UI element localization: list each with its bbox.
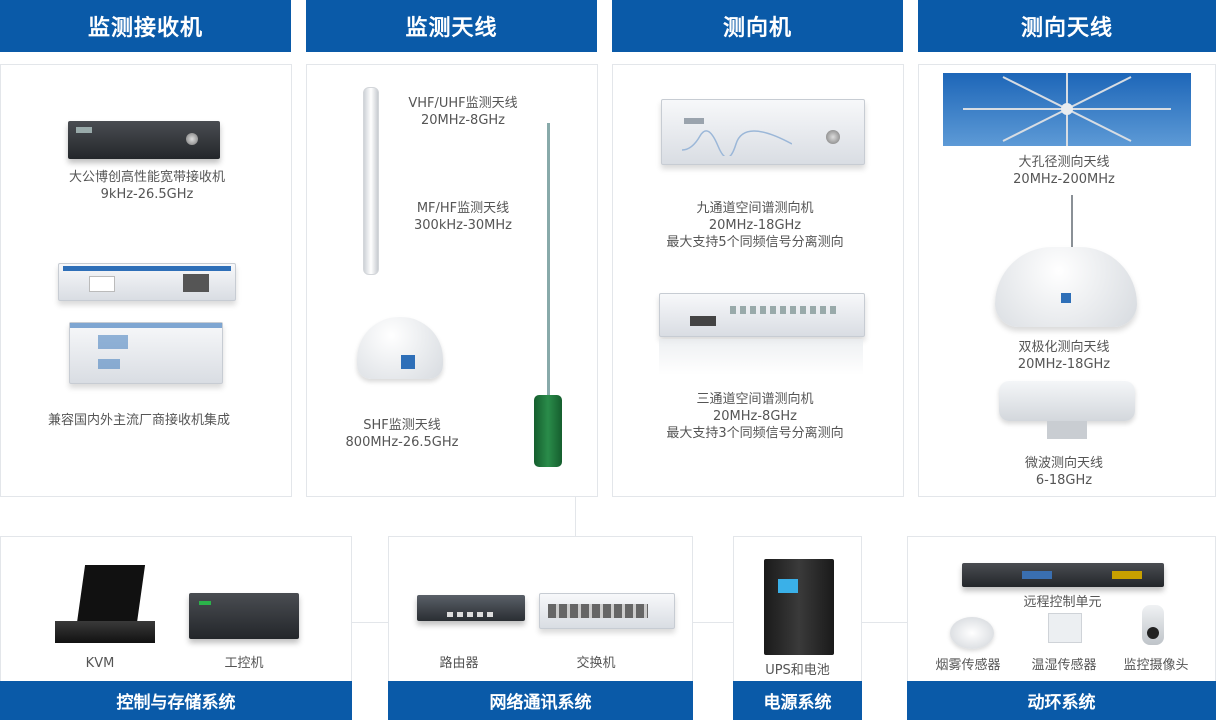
industrial-pc-label: 工控机 [224,656,264,671]
df-unit-panel: 九通道空间谱测向机 20MHz-18GHz 最大支持5个同频信号分离测向 三通道… [612,64,904,497]
microwave-antenna-stand [1047,421,1087,439]
ups-label: UPS和电池 [765,663,830,678]
mf-hf-range: 300kHz-30MHz [414,218,512,233]
receiver-range: 9kHz-26.5GHz [100,187,194,202]
ups-image [764,559,834,655]
network-title: 网络通讯系统 [388,681,693,720]
camera-label: 监控摄像头 [1123,658,1189,673]
three-channel-reflection [659,339,863,375]
third-party-chassis-image [69,322,223,384]
three-channel-note: 最大支持3个同频信号分离测向 [666,426,844,441]
nine-channel-name: 九通道空间谱测向机 [696,201,814,216]
control-storage-title: 控制与存储系统 [0,681,352,720]
nine-channel-df-image [661,99,865,165]
remote-control-unit-label: 远程控制单元 [1023,595,1102,610]
mf-hf-name: MF/HF监测天线 [416,201,510,216]
shf-name: SHF监测天线 [363,418,441,433]
shf-range: 800MHz-26.5GHz [345,435,459,450]
router-image [417,595,525,621]
mf-hf-whip-antenna-image [547,123,550,403]
header-df-unit: 测向机 [612,0,903,52]
temp-humidity-label: 温湿传感器 [1031,658,1097,673]
mf-hf-antenna-base [534,395,562,467]
three-channel-df-image [659,293,865,337]
connector-power-environment [862,622,907,623]
dual-polarized-antenna-image [995,247,1137,327]
power-title: 电源系统 [733,681,862,720]
vhf-uhf-range: 20MHz-8GHz [421,113,505,128]
remote-control-unit-image [962,563,1164,587]
three-channel-name: 三通道空间谱测向机 [696,392,814,407]
vhf-uhf-antenna-image [363,87,379,275]
large-aperture-antenna-image [943,73,1191,146]
large-aperture-name: 大孔径测向天线 [1018,155,1110,170]
shf-antenna-image [357,317,443,379]
dual-polarized-range: 20MHz-18GHz [1017,357,1111,372]
monitor-antenna-panel: VHF/UHF监测天线 20MHz-8GHz MF/HF监测天线 300kHz-… [306,64,598,497]
connector-network-power [693,622,733,623]
microwave-name: 微波测向天线 [1024,456,1103,471]
receiver-panel: 大公博创高性能宽带接收机 9kHz-26.5GHz 兼容国内外主流厂商接收机集成 [0,64,292,497]
large-aperture-range: 20MHz-200MHz [1013,172,1115,187]
temp-humidity-sensor-image [1048,613,1082,643]
camera-image [1142,605,1164,645]
receiver-integration-label: 兼容国内外主流厂商接收机集成 [47,413,230,428]
connector-control-network [352,622,388,623]
router-label: 路由器 [439,656,479,671]
kvm-label: KVM [85,656,115,671]
smoke-sensor-image [950,617,994,649]
switch-label: 交换机 [576,656,616,671]
microwave-range: 6-18GHz [1035,473,1093,488]
header-df-antenna: 测向天线 [918,0,1216,52]
smoke-sensor-label: 烟雾传感器 [935,658,1001,673]
header-receiver: 监测接收机 [0,0,291,52]
third-party-receiver-image [58,263,236,301]
microwave-antenna-image [999,381,1135,421]
environment-title: 动环系统 [907,681,1216,720]
nine-channel-note: 最大支持5个同频信号分离测向 [666,235,844,250]
dual-polar-mast [1071,195,1073,249]
industrial-pc-image [189,593,299,639]
dual-polarized-name: 双极化测向天线 [1018,340,1110,355]
vhf-uhf-name: VHF/UHF监测天线 [408,96,518,111]
kvm-screen-image [76,565,146,623]
kvm-base-image [55,621,155,643]
switch-image [539,593,675,629]
wideband-receiver-image [68,121,220,159]
connector-vertical [575,497,576,536]
three-channel-range: 20MHz-8GHz [713,409,797,424]
receiver-name: 大公博创高性能宽带接收机 [68,170,225,185]
nine-channel-range: 20MHz-18GHz [708,218,802,233]
control-storage-panel: KVM 工控机 [0,536,352,720]
df-antenna-panel: 大孔径测向天线 20MHz-200MHz 双极化测向天线 20MHz-18GHz… [918,64,1216,497]
header-monitor-antenna: 监测天线 [306,0,597,52]
